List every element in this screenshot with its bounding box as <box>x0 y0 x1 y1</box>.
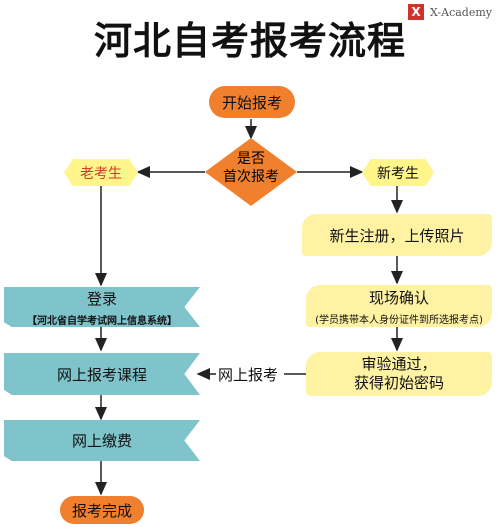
decision-node: 是否 首次报考 <box>210 150 292 186</box>
onsite-confirm-note: (学员携带本人身份证件到所选报考点) <box>315 314 483 326</box>
new-register-label: 新生注册，上传照片 <box>329 226 465 245</box>
onsite-confirm-label: 现场确认 <box>368 288 429 307</box>
decision-label-1: 是否 <box>237 151 265 167</box>
review-label-2: 获得初始密码 <box>353 374 444 392</box>
review-node: 审验通过， 获得初始密码 <box>306 352 492 396</box>
new-candidate-node: 新考生 <box>362 159 434 186</box>
online-pay-node: 网上缴费 <box>4 420 200 461</box>
online-apply-edge-label: 网上报考 <box>218 366 279 384</box>
finish-node: 报考完成 <box>60 496 144 524</box>
onsite-confirm-node: 现场确认 (学员携带本人身份证件到所选报考点) <box>306 285 492 327</box>
brand: X X-Academy <box>407 4 492 20</box>
online-course-node: 网上报考课程 <box>4 353 200 395</box>
login-system-label: 【河北省自学考试网上信息系统】 <box>27 315 177 327</box>
review-label-1: 审验通过， <box>361 355 437 373</box>
new-register-node: 新生注册，上传照片 <box>302 214 492 256</box>
decision-label-2: 首次报考 <box>223 169 279 185</box>
start-node: 开始报考 <box>209 86 295 118</box>
old-candidate-node: 老考生 <box>64 159 138 186</box>
page-title: 河北自考报考流程 <box>93 19 406 63</box>
login-node: 登录 【河北省自学考试网上信息系统】 <box>4 287 200 327</box>
login-label: 登录 <box>86 289 117 308</box>
brand-name: X-Academy <box>429 5 492 19</box>
decision-diamond <box>205 138 297 206</box>
brand-logo-icon: X <box>407 4 424 20</box>
